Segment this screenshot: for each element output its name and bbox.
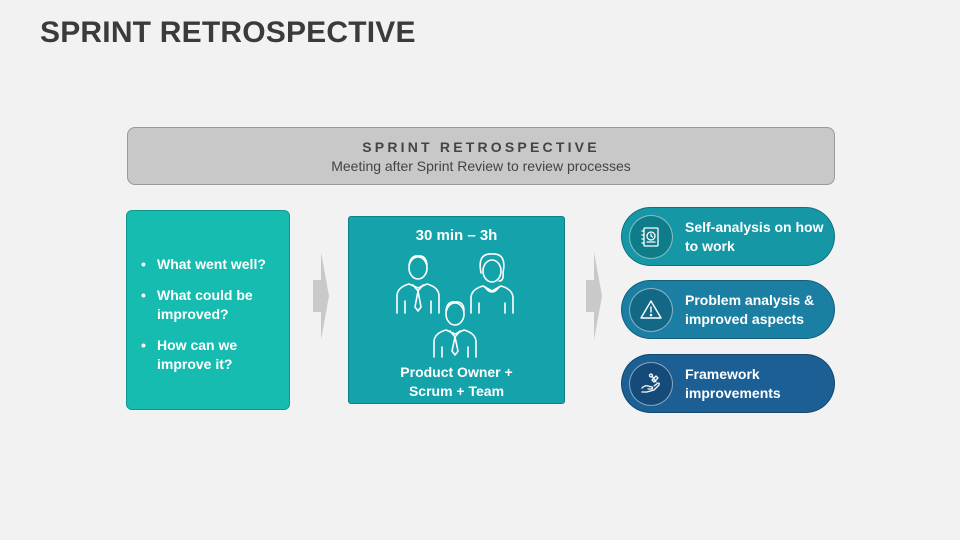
outcome-problem-analysis: Problem analysis & improved aspects <box>621 280 835 339</box>
question-item: •What could be improved? <box>141 287 253 322</box>
meeting-duration: 30 min – 3h <box>415 227 498 244</box>
question-item: •What went well? <box>141 256 266 272</box>
outcome-label: Self-analysis on how to work <box>685 219 824 254</box>
slide-title: SPRINT RETROSPECTIVE <box>40 16 416 49</box>
outcome-label: Problem analysis & improved aspects <box>685 292 815 327</box>
questions-box: •What went well? •What could be improved… <box>126 210 290 410</box>
right-arrow-icon <box>313 252 329 340</box>
meeting-roles: Product Owner + Scrum + Team <box>400 364 513 399</box>
banner-subtitle: Meeting after Sprint Review to review pr… <box>331 158 631 174</box>
banner: SPRINT RETROSPECTIVE Meeting after Sprin… <box>127 127 835 185</box>
meeting-box: 30 min – 3h Product Owner + Scrum + Team <box>348 216 565 404</box>
warning-triangle-icon <box>629 288 673 332</box>
banner-title: SPRINT RETROSPECTIVE <box>362 139 600 155</box>
outcome-self-analysis: Self-analysis on how to work <box>621 207 835 266</box>
outcome-label: Framework improvements <box>685 366 781 401</box>
question-item: •How can we improve it? <box>141 337 238 372</box>
hand-tools-icon <box>629 362 673 406</box>
questions-list: •What went well? •What could be improved… <box>137 255 275 374</box>
right-arrow-icon <box>586 252 602 340</box>
team-people-icon <box>396 253 514 358</box>
document-analysis-icon <box>629 215 673 259</box>
outcome-framework-improvements: Framework improvements <box>621 354 835 413</box>
